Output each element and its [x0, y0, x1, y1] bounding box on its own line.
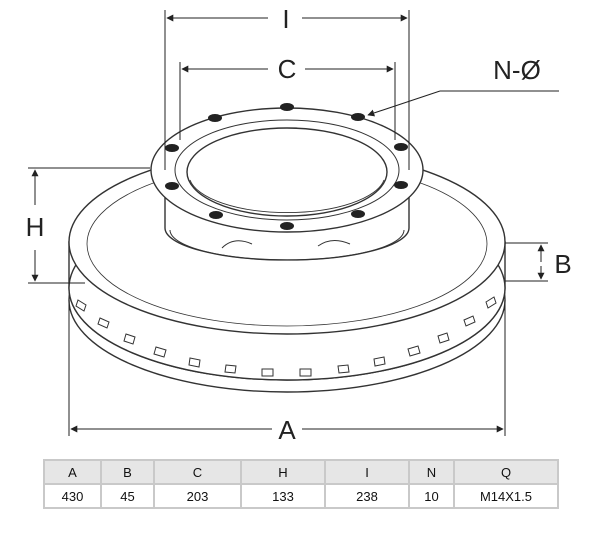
bolt-hole: [209, 211, 223, 219]
bolt-hole: [280, 103, 294, 111]
dimension-lines: [28, 10, 559, 436]
center-bore-inner-wall: [189, 179, 385, 214]
vent: [123, 333, 136, 345]
vent: [437, 332, 450, 344]
bolt-hole: [165, 144, 179, 152]
dim-label-a: A: [278, 415, 296, 445]
value-q: M14X1.5: [453, 483, 559, 509]
dim-label-i: I: [282, 4, 289, 34]
vent: [188, 357, 201, 368]
header-h: H: [240, 459, 326, 485]
hub-flange-outer: [150, 107, 424, 233]
value-a: 430: [43, 483, 102, 509]
table-header-row: A B C H I N Q: [43, 459, 559, 485]
vent: [153, 346, 167, 358]
header-n: N: [408, 459, 455, 485]
vent: [97, 317, 110, 329]
vent: [485, 296, 497, 309]
value-b: 45: [100, 483, 155, 509]
cooling-vents: [75, 296, 497, 377]
bolt-holes: [165, 103, 408, 230]
header-c: C: [153, 459, 242, 485]
hub-flange-inner-ring: [174, 119, 400, 221]
value-c: 203: [153, 483, 242, 509]
bolt-hole: [351, 210, 365, 218]
value-i: 238: [324, 483, 410, 509]
value-n: 10: [408, 483, 455, 509]
bolt-hole: [351, 113, 365, 121]
dim-n-leader: [367, 90, 441, 117]
bolt-hole: [280, 222, 294, 230]
hub-bore-shadow: [169, 229, 405, 261]
vent: [261, 368, 274, 377]
vent: [75, 299, 87, 312]
vent: [407, 345, 421, 357]
vent: [373, 356, 386, 367]
header-q: Q: [453, 459, 559, 485]
hub-hat: [150, 107, 424, 261]
dim-label-h: H: [26, 212, 45, 242]
vent: [224, 364, 237, 374]
vent: [337, 364, 350, 374]
center-bore: [186, 127, 388, 217]
specifications-table: A B C H I N Q 430 45 203 133 238 10 M14X…: [43, 459, 559, 509]
value-h: 133: [240, 483, 326, 509]
bolt-hole: [394, 143, 408, 151]
dim-label-b: B: [554, 249, 571, 279]
hub-cutout-right: [317, 240, 351, 247]
hub-cutout-left: [221, 240, 253, 249]
header-b: B: [100, 459, 155, 485]
brake-disc-drawing: I C N-Ø H B A: [26, 4, 572, 445]
bolt-hole: [208, 114, 222, 122]
vent: [299, 368, 312, 377]
header-i: I: [324, 459, 410, 485]
table-row: 430 45 203 133 238 10 M14X1.5: [43, 483, 559, 509]
dim-label-n-diameter: N-Ø: [493, 55, 541, 85]
bolt-hole: [394, 181, 408, 189]
bolt-hole: [165, 182, 179, 190]
header-a: A: [43, 459, 102, 485]
dim-label-c: C: [278, 54, 297, 84]
vent: [463, 315, 476, 327]
